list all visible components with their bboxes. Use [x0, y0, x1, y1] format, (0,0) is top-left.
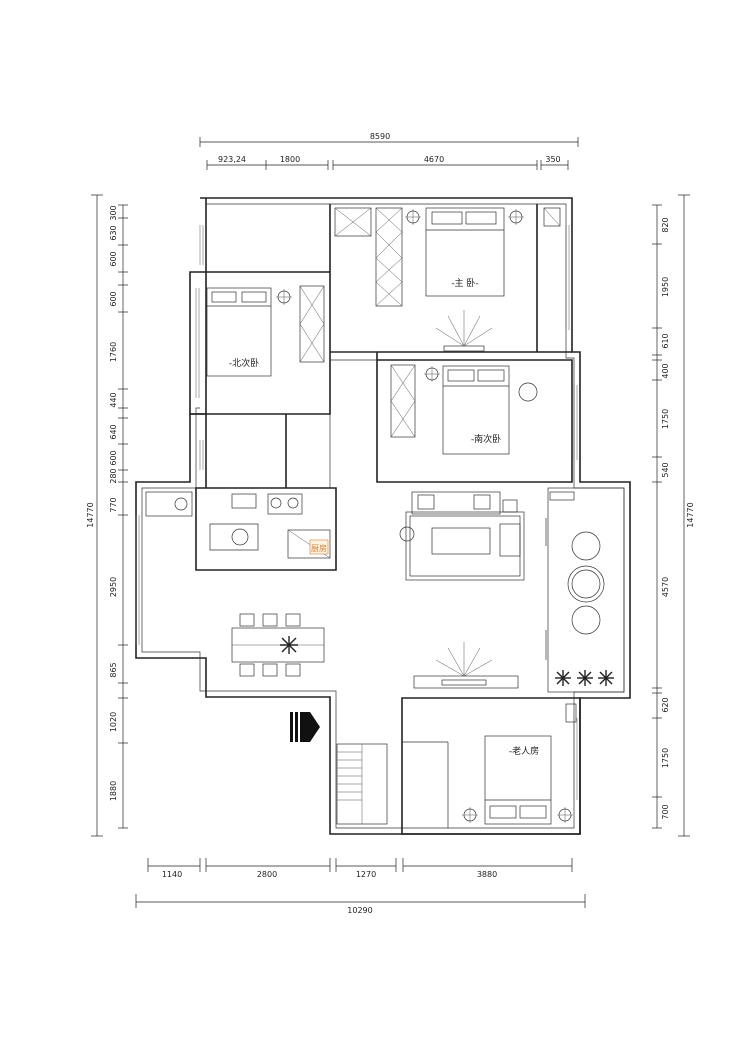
- windows: [135, 225, 578, 800]
- north-bedroom-label: -北次卧: [229, 357, 259, 369]
- entrance-arrow-icon: [290, 712, 320, 742]
- left-dim-10: 770: [109, 497, 118, 512]
- left-dim-9: 280: [109, 468, 118, 483]
- right-dim-1: 820: [661, 217, 670, 232]
- right-dim-2: 1950: [661, 277, 670, 297]
- staircase-icon: [336, 743, 388, 825]
- left-dim-12: 865: [109, 662, 118, 677]
- walls: [135, 197, 631, 835]
- left-dim-7: 640: [109, 424, 118, 439]
- top-dim-3: 4670: [424, 155, 444, 164]
- left-dim-2: 630: [109, 225, 118, 240]
- elder-room: -老人房: [462, 703, 577, 825]
- master-bedroom: -主 卧-: [334, 207, 561, 352]
- bottom-total-dim: 10290: [347, 906, 372, 915]
- elder-room-wall: [401, 697, 581, 835]
- top-dim-4: 350: [545, 155, 560, 164]
- right-dim-9: 1750: [661, 748, 670, 768]
- bottom-dim-1: 1140: [162, 870, 182, 879]
- right-dim-8: 620: [661, 697, 670, 712]
- living-room: [399, 491, 547, 689]
- north-bedroom: -北次卧: [206, 285, 325, 377]
- south-bedroom: -南次卧: [390, 364, 538, 455]
- top-dim-1: 923,24: [218, 155, 246, 164]
- outer-wall: [135, 197, 631, 835]
- bottom-dim-2: 2800: [257, 870, 277, 879]
- south-bedroom-label: -南次卧: [471, 433, 501, 445]
- left-total-dim: 14770: [86, 502, 95, 527]
- left-dim-8: 600: [109, 450, 118, 465]
- right-dim-10: 700: [661, 804, 670, 819]
- left-dim-5: 1760: [109, 342, 118, 362]
- right-total-dim: 14770: [686, 502, 695, 527]
- left-dim-4: 600: [109, 291, 118, 306]
- north-bedroom-wall: [189, 271, 331, 415]
- top-total-dim: 8590: [370, 132, 390, 141]
- bottom-dim-3: 1270: [356, 870, 376, 879]
- right-dim-3: 610: [661, 333, 670, 348]
- left-dim-13: 1020: [109, 712, 118, 732]
- elder-room-label: -老人房: [509, 745, 539, 757]
- balcony: [549, 491, 614, 686]
- right-dim-6: 540: [661, 462, 670, 477]
- left-dim-6: 440: [109, 392, 118, 407]
- right-dim-5: 1750: [661, 409, 670, 429]
- dimension-labels: 8590 923,24 1800 4670 350 1140 2800 1270…: [86, 132, 695, 915]
- left-dim-3: 600: [109, 251, 118, 266]
- kitchen-wall: [195, 487, 337, 571]
- left-dim-11: 2950: [109, 577, 118, 597]
- kitchen: 厨房: [145, 491, 331, 559]
- kitchen-label: 厨房: [311, 543, 327, 553]
- master-bedroom-label: -主 卧-: [451, 277, 478, 289]
- left-dim-14: 1880: [109, 781, 118, 801]
- right-dim-7: 4570: [661, 577, 670, 597]
- bottom-dim-4: 3880: [477, 870, 497, 879]
- right-dim-4: 400: [661, 363, 670, 378]
- dining-table: [231, 613, 325, 677]
- left-dim-1: 300: [109, 205, 118, 220]
- top-dim-2: 1800: [280, 155, 300, 164]
- dimension-lines: [91, 137, 690, 908]
- south-bedroom-wall: [376, 359, 573, 483]
